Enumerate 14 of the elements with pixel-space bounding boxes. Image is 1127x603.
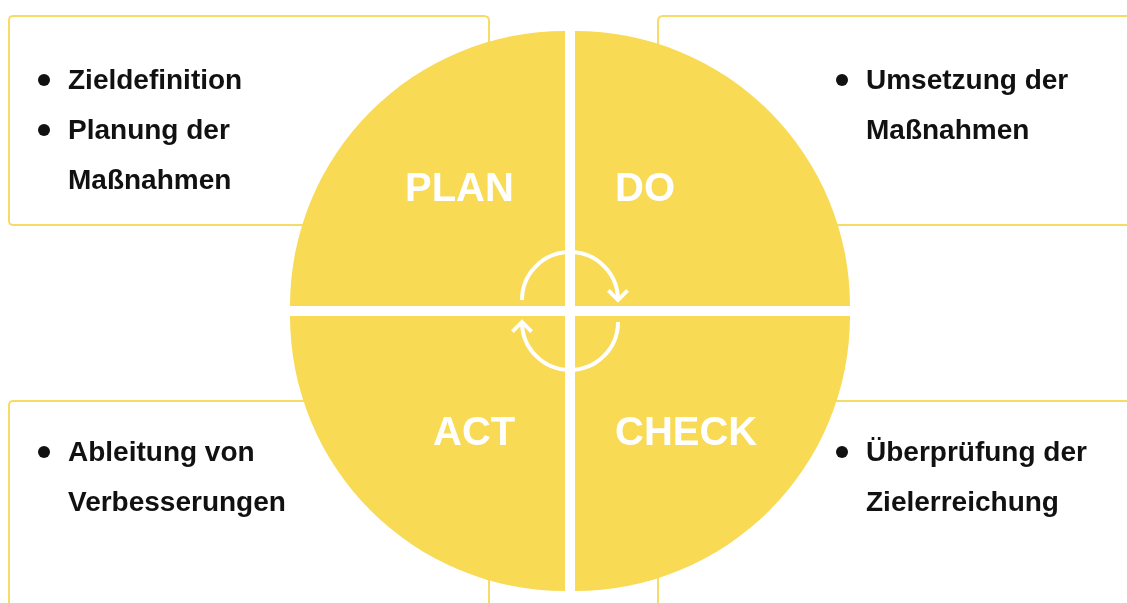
bullet-item: Umsetzung der Maßnahmen (834, 55, 1104, 155)
phase-label: DO (615, 165, 675, 209)
cycle-arrow (520, 250, 629, 302)
bullet-item: Zieldefinition (36, 55, 286, 105)
text-card (8, 15, 304, 226)
cycle-arrow (511, 320, 620, 372)
bullet-item: Ableitung von Verbesserungen (36, 427, 326, 527)
text-card (8, 400, 305, 603)
bullet-item: Überprüfung der Zielerreichung (834, 427, 1124, 527)
phase-label: PLAN (405, 165, 514, 209)
bullet-item: Planung der Maßnahmen (36, 105, 286, 205)
phase-label: ACT (433, 409, 516, 453)
text-card (836, 15, 1127, 226)
phase-label: CHECK (615, 409, 758, 453)
